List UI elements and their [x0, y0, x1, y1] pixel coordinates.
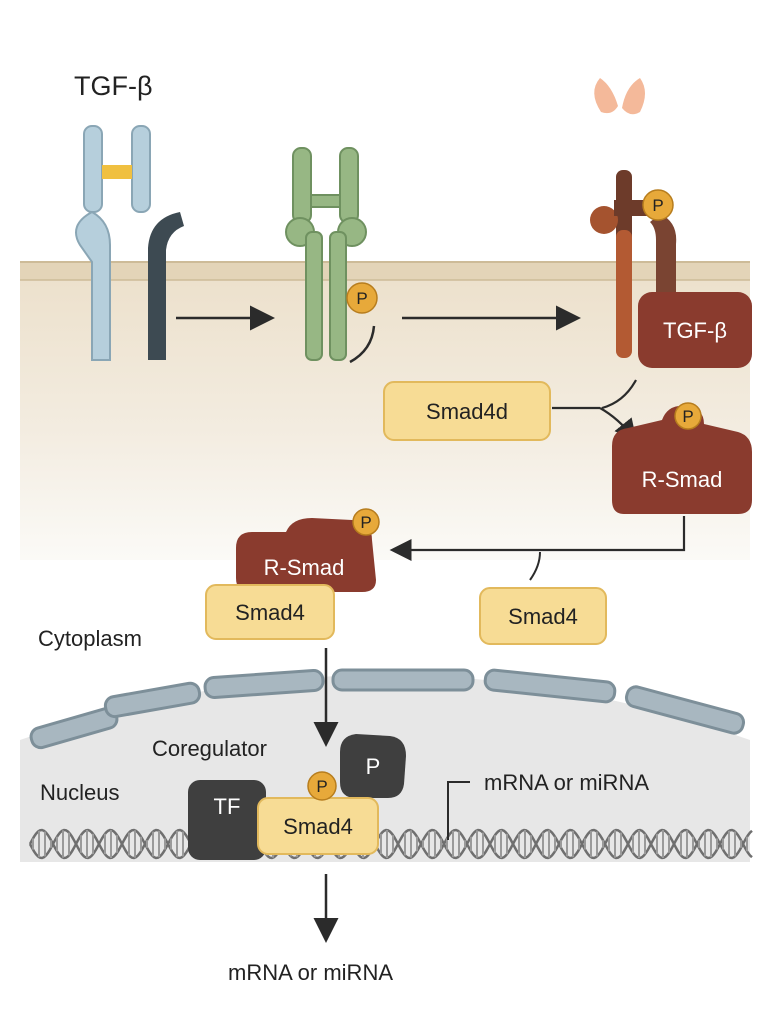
- nuclear-envelope: [29, 668, 746, 750]
- rsmad-left: [236, 518, 376, 592]
- svg-text:P: P: [360, 513, 371, 532]
- receptor-active: [590, 78, 677, 358]
- phospho-rsmad-left: [352, 508, 380, 536]
- smad4-nucleus-label: Smad4: [283, 814, 353, 839]
- plasma-membrane: [20, 262, 750, 280]
- arrow-receptor-down: [601, 379, 637, 410]
- smad4d-box: [383, 381, 551, 441]
- svg-text:P: P: [652, 196, 663, 215]
- ligand-right: [622, 78, 645, 115]
- coregulator-blob: [340, 734, 406, 798]
- tgfb-box-label: TGF-β: [663, 318, 727, 343]
- rsmad-right-label: R-Smad: [642, 467, 723, 492]
- tgfb-box: [638, 292, 752, 368]
- ligand-title: TGF-β: [74, 71, 153, 101]
- arrow-rsmad-to-complex: [389, 516, 686, 561]
- receptor-intermediate: [285, 147, 376, 364]
- ligand-bridge: [102, 165, 132, 179]
- phospho-active-receptor: [642, 189, 674, 221]
- receptor-inactive: [75, 125, 184, 361]
- tf-label: TF: [214, 794, 241, 819]
- svg-text:P: P: [316, 777, 327, 796]
- nucleus-label: Nucleus: [40, 780, 119, 805]
- smad4-free-label: Smad4: [508, 604, 578, 629]
- phospho-nucleus-smad: [307, 771, 337, 801]
- phospho-middle-receptor: [346, 282, 378, 314]
- arrow-smad4-join: [529, 551, 541, 581]
- svg-text:P: P: [682, 407, 693, 426]
- ligand-left: [594, 78, 618, 114]
- rsmad-right: [612, 405, 752, 514]
- dna-helix: [28, 828, 753, 860]
- tf-box: [188, 780, 266, 860]
- smad4d-label: Smad4d: [426, 399, 508, 424]
- mrna-bottom-label: mRNA or miRNA: [228, 960, 393, 985]
- coregulator-p: P: [366, 754, 381, 779]
- smad4-complex-label: Smad4: [235, 600, 305, 625]
- smad4-free-box: [479, 587, 607, 645]
- cytoplasm-label: Cytoplasm: [38, 626, 142, 651]
- coregulator-label: Coregulator: [152, 736, 267, 761]
- transcript-bracket: [447, 781, 470, 840]
- rsmad-left-label: R-Smad: [264, 555, 345, 580]
- svg-text:P: P: [356, 289, 367, 308]
- smad4-complex-box: [205, 584, 335, 640]
- phospho-rsmad-right: [674, 402, 702, 430]
- mrna-side-label: mRNA or miRNA: [484, 770, 649, 795]
